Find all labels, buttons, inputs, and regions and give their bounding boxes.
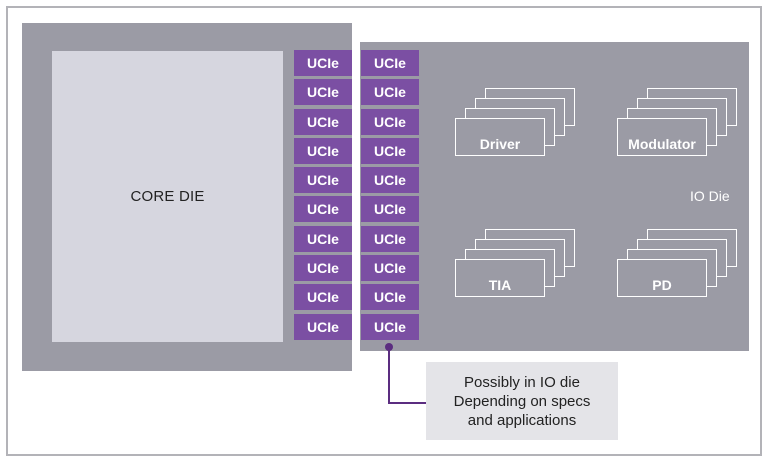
component-label: Modulator — [628, 136, 696, 152]
ucie-block: UCIe — [361, 255, 419, 282]
ucie-block: UCIe — [294, 137, 352, 164]
core-die: CORE DIE — [52, 51, 283, 342]
ucie-block: UCIe — [361, 137, 419, 164]
ucie-block: UCIe — [361, 50, 419, 76]
ucie-block: UCIe — [294, 284, 352, 311]
component-stack-card: TIA — [455, 259, 545, 297]
ucie-block: UCIe — [294, 50, 352, 76]
ucie-block: UCIe — [294, 225, 352, 252]
ucie-block: UCIe — [294, 108, 352, 135]
component-stack-card: PD — [617, 259, 707, 297]
ucie-block: UCIe — [294, 79, 352, 106]
note-line-3: and applications — [467, 411, 577, 429]
core-die-label: CORE DIE — [130, 188, 205, 205]
note-box: Possibly in IO die Depending on specs an… — [426, 362, 618, 440]
ucie-block: UCIe — [294, 167, 352, 194]
ucie-block: UCIe — [361, 196, 419, 223]
ucie-block: UCIe — [361, 225, 419, 252]
component-stack-card: Modulator — [617, 118, 707, 156]
ucie-block: UCIe — [361, 167, 419, 194]
ucie-block: UCIe — [294, 255, 352, 282]
component-pd: PD — [617, 229, 737, 311]
ucie-block: UCIe — [361, 313, 419, 340]
component-label: TIA — [488, 277, 512, 293]
ucie-block: UCIe — [361, 284, 419, 311]
component-driver: Driver — [455, 88, 575, 170]
component-stack-card: Driver — [455, 118, 545, 156]
ucie-block: UCIe — [294, 313, 352, 340]
ucie-block: UCIe — [294, 196, 352, 223]
ucie-block: UCIe — [361, 108, 419, 135]
io-die-label: IO Die — [690, 188, 730, 204]
component-label: Driver — [479, 136, 521, 152]
component-tia: TIA — [455, 229, 575, 311]
note-line-1: Possibly in IO die — [464, 373, 580, 391]
component-modulator: Modulator — [617, 88, 737, 170]
note-line-2: Depending on specs — [453, 392, 591, 410]
component-label: PD — [652, 277, 672, 293]
ucie-block: UCIe — [361, 79, 419, 106]
